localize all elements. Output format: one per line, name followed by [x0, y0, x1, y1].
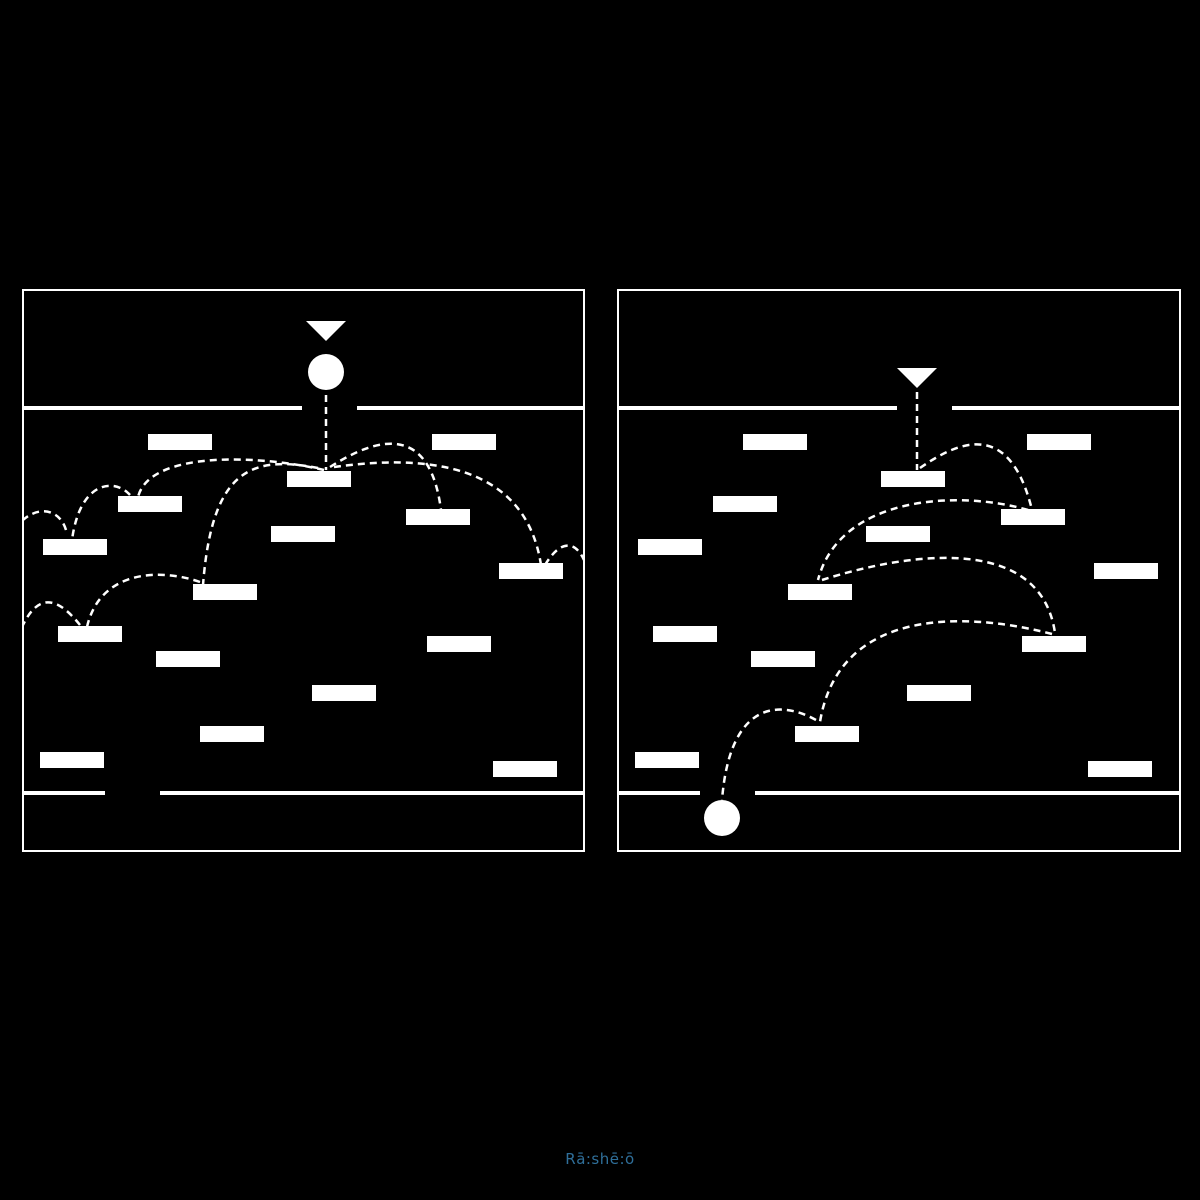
bounce-path: [543, 544, 586, 566]
bounce-paths: [720, 392, 1057, 801]
bounce-path: [85, 573, 201, 628]
platform: [148, 434, 212, 450]
platform: [271, 526, 335, 542]
platform: [1088, 761, 1152, 777]
platform: [907, 685, 971, 701]
platform: [751, 651, 815, 667]
platform: [406, 509, 470, 525]
triangle-down-marker-icon: [897, 368, 937, 388]
bounce-path: [329, 442, 443, 511]
platform: [1022, 636, 1086, 652]
platform: [1001, 509, 1065, 525]
platform: [43, 539, 107, 555]
ball-icon: [704, 800, 740, 836]
platform: [499, 563, 563, 579]
bounce-path: [919, 443, 1034, 511]
bounce-path: [136, 458, 325, 498]
bounce-paths: [21, 395, 586, 628]
platform: [156, 651, 220, 667]
platform: [881, 471, 945, 487]
platform: [1094, 563, 1158, 579]
panel-frame: [22, 289, 585, 852]
platform: [432, 434, 496, 450]
bounce-path: [816, 498, 1029, 581]
platform: [653, 626, 717, 642]
bounce-path: [818, 620, 1053, 723]
platform: [638, 539, 702, 555]
bounce-path: [22, 510, 68, 531]
right-panel: [617, 289, 1181, 852]
platform: [118, 496, 182, 512]
platform: [312, 685, 376, 701]
panel-frame: [617, 289, 1181, 852]
bounce-path: [720, 708, 817, 801]
platforms: [40, 434, 563, 777]
platforms: [635, 434, 1158, 777]
platform: [40, 752, 104, 768]
bounce-path: [333, 461, 543, 566]
platform: [200, 726, 264, 742]
platform: [713, 496, 777, 512]
left-panel: [21, 289, 586, 852]
platform: [287, 471, 351, 487]
platform: [427, 636, 491, 652]
watermark: Rā:shē:ō: [565, 1150, 635, 1168]
platform: [795, 726, 859, 742]
bounce-path: [21, 601, 81, 626]
platform: [788, 584, 852, 600]
ball-icon: [308, 354, 344, 390]
platform: [493, 761, 557, 777]
platform: [743, 434, 807, 450]
platform: [635, 752, 699, 768]
platform: [58, 626, 122, 642]
bounce-path: [70, 484, 131, 541]
triangle-down-marker-icon: [306, 321, 346, 341]
platform: [193, 584, 257, 600]
platform: [866, 526, 930, 542]
platform: [1027, 434, 1091, 450]
bounce-path: [201, 462, 319, 586]
